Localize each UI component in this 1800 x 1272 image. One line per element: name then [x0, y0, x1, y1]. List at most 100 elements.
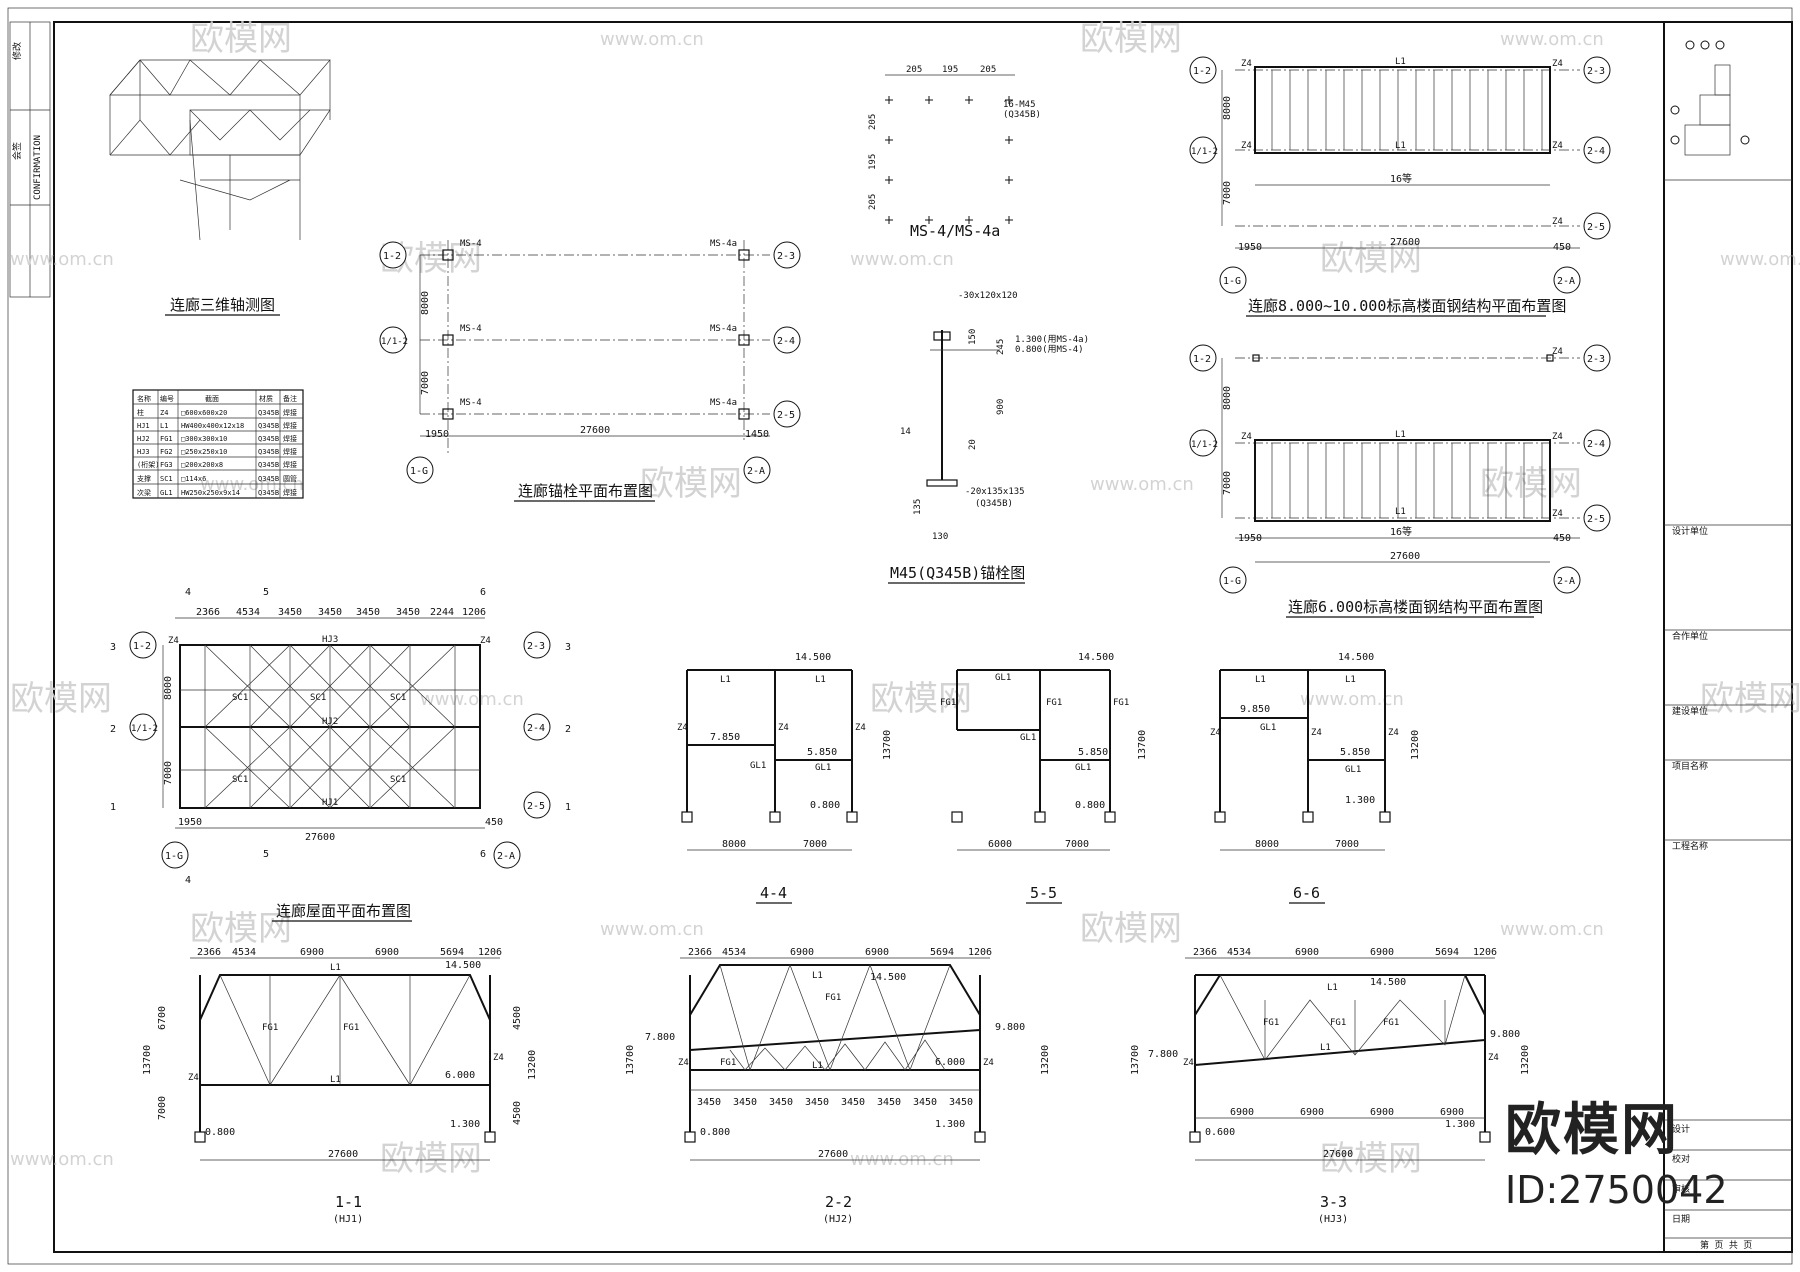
axis-bubble: 2-3: [527, 641, 545, 652]
table-cell: 焊接: [283, 447, 297, 456]
column-label: Z4: [1241, 432, 1252, 442]
axis-bubble: 2-5: [777, 410, 795, 421]
axis-bubble: 1-2: [383, 251, 401, 262]
table-cell: Q345B: [258, 475, 279, 483]
table-cell: 焊接: [283, 488, 297, 497]
dim-text: 6900: [865, 947, 889, 958]
dim-text: 16等: [1390, 525, 1412, 538]
roof-plan: HJ3 HJ2 HJ1 Z4 Z4 SC1 SC1 SC1 SC1 SC1 23…: [110, 587, 571, 922]
column-label: Z4: [1210, 728, 1221, 738]
dim-text: 14: [900, 427, 911, 437]
beam-label: L1: [330, 1075, 341, 1085]
dim-text: 13200: [527, 1050, 538, 1080]
beam-label: L1: [1395, 430, 1406, 440]
level-text: 1.300: [1445, 1119, 1475, 1130]
beam-label: L1: [812, 1061, 823, 1071]
dim-text: 1206: [478, 947, 502, 958]
table-cell: (桁架): [137, 460, 159, 469]
axis-bubble: 1-G: [410, 466, 428, 477]
strip-label-b: 会签: [11, 142, 23, 160]
titleblock-field: 设计: [1672, 1123, 1690, 1135]
dim-text: 13700: [1130, 1045, 1141, 1075]
level-text: 14.500: [1078, 652, 1114, 663]
beam-label: L1: [1320, 1043, 1331, 1053]
axis-bubble: 2-3: [1587, 66, 1605, 77]
table-cell: 次梁: [137, 488, 151, 497]
title-ms4: MS-4/MS-4a: [910, 222, 1000, 240]
beam-label: L1: [330, 963, 341, 973]
dim-text: 6900: [375, 947, 399, 958]
table-cell: GL1: [160, 489, 173, 497]
dim-text: 13700: [882, 730, 893, 760]
axis-bubble: 2-5: [527, 801, 545, 812]
column-label: Z4: [1241, 141, 1252, 151]
table-cell: 焊接: [283, 460, 297, 469]
watermark-url: www.om.cn: [1300, 689, 1404, 710]
title-s11: 1-1: [335, 1193, 362, 1211]
column-label: Z4: [1488, 1053, 1499, 1063]
table-cell: □600x600x20: [181, 409, 227, 417]
titleblock-field: 校对: [1672, 1153, 1690, 1165]
dim-text: 6900: [1230, 1107, 1254, 1118]
table-cell: Q345B: [258, 422, 279, 430]
dim-text: 7000: [1222, 471, 1233, 495]
frame-label: FG1: [940, 698, 956, 708]
watermark-url: www.om.cn: [850, 249, 954, 270]
dim-text: 7000: [157, 1096, 168, 1120]
dim-text: 3450: [877, 1097, 901, 1108]
table-cell: L1: [160, 422, 168, 430]
level-text: 0.800: [205, 1127, 235, 1138]
dim-text: 3450: [913, 1097, 937, 1108]
level-note: 0.800(用MS-4): [1015, 344, 1084, 355]
column-label: Z4: [778, 723, 789, 733]
dim-text: 3450: [841, 1097, 865, 1108]
beam-label: GL1: [1260, 723, 1276, 733]
dim-text: 8000: [163, 676, 174, 700]
frame-label: FG1: [1113, 698, 1129, 708]
axis-bubble: 1/1-2: [1191, 147, 1218, 157]
watermark-url: www.om.cn: [200, 474, 304, 495]
brand-overlay: 欧模网 ID:2750042: [1505, 1085, 1765, 1225]
subtitle-s33: (HJ3): [1318, 1214, 1348, 1225]
column-label: Z4: [1388, 728, 1399, 738]
dim-text: 135: [913, 499, 923, 515]
dim-text: 150: [968, 329, 978, 345]
bolt-spec: 16-M45: [1003, 100, 1036, 110]
dim-text: 4500: [512, 1101, 523, 1125]
column-label: Z4: [855, 723, 866, 733]
section-5-5: 14.500 5.850 0.800 GL1 GL1 GL1 FG1 FG1 F…: [940, 652, 1148, 904]
brace-label: SC1: [390, 693, 406, 703]
title-bolt: M45(Q345B)锚栓图: [890, 564, 1025, 582]
dim-text: 205: [868, 194, 878, 210]
title-anchor-plan: 连廊锚栓平面布置图: [518, 482, 653, 500]
titleblock-field: 设计单位: [1672, 525, 1708, 537]
watermark-url: www.om.cn: [850, 1149, 954, 1170]
subtitle-s11: (HJ1): [333, 1214, 363, 1225]
level-text: 7.800: [645, 1032, 675, 1043]
axis-bubble: 1/1-2: [131, 724, 158, 734]
beam-label: GL1: [1075, 763, 1091, 773]
dim-text: 3450: [396, 607, 420, 618]
watermarks: 欧模网 www.om.cn 欧模网 www.om.cn www.om.cn 欧模…: [10, 19, 1800, 1179]
truss-label: HJ2: [322, 717, 338, 727]
watermark-url: www.om.cn: [600, 29, 704, 50]
dim-text: 1206: [462, 607, 486, 618]
brand-logo: 欧模网: [1505, 1098, 1679, 1163]
axis-bubble: 2-3: [1587, 354, 1605, 365]
level-text: 1.300: [450, 1119, 480, 1130]
ms4-bolt-group: 205 195 205 205 195 205 16-M45 (Q345B) M…: [868, 65, 1041, 240]
plate-bottom: -20x135x135: [965, 487, 1025, 497]
plate-top: -30x120x120: [958, 291, 1018, 301]
watermark-logo: 欧模网: [1700, 679, 1800, 719]
table-cell: HW250x250x9x14: [181, 489, 240, 497]
column-label: Z4: [493, 1053, 504, 1063]
m45-bolt-detail: -30x120x120 1.300(用MS-4a) 0.800(用MS-4) 1…: [888, 291, 1089, 584]
watermark-url: www.om.cn: [1090, 474, 1194, 495]
level-text: 9.800: [1490, 1029, 1520, 1040]
section-mark: 1: [110, 802, 116, 813]
brace-label: SC1: [232, 693, 248, 703]
elevation-3-3: L1 L1 FG1 FG1 FG1 Z4 Z4 14.500 7.800 9.8…: [1130, 947, 1531, 1225]
table-cell: □300x300x10: [181, 435, 227, 443]
floor-plan-6000: L1 L1 Z4 Z4 Z4 Z4 1-2 1/1-2 1-G 2-3 2-4 …: [1189, 344, 1611, 618]
axis-bubble: 2-A: [1557, 576, 1575, 587]
